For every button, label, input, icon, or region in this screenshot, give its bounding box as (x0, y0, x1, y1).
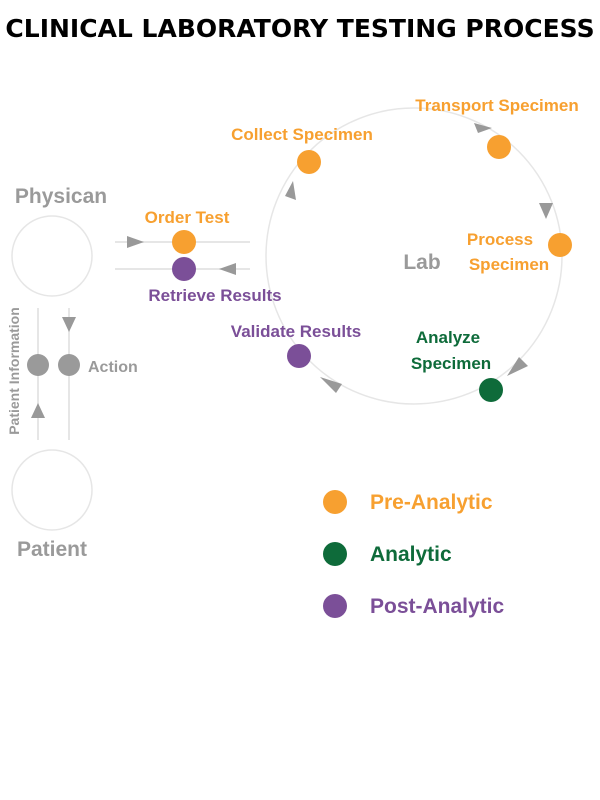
legend-pre-analytic-swatch (323, 490, 347, 514)
process-specimen-label-line1: Process (467, 230, 533, 249)
cycle-arrow-icon (539, 203, 553, 219)
cycle-arrow-icon (474, 123, 492, 133)
action-label: Action (88, 359, 138, 376)
page-title: CLINICAL LABORATORY TESTING PROCESS (5, 14, 594, 43)
arrow-right-icon (127, 236, 144, 248)
patient-label: Patient (17, 538, 87, 561)
cycle-arrow-icon (507, 357, 528, 376)
arrow-left-icon (219, 263, 236, 275)
legend-analytic-swatch (323, 542, 347, 566)
patient-information-label: Patient Information (6, 307, 22, 435)
legend-analytic-label: Analytic (370, 543, 452, 566)
collect-specimen-label: Collect Specimen (231, 125, 373, 144)
retrieve-results-dot (172, 257, 196, 281)
order-test-label: Order Test (145, 208, 230, 227)
analyze-specimen-label-line1: Analyze (416, 328, 480, 347)
action-dot (58, 354, 80, 376)
order-test-dot (172, 230, 196, 254)
process-specimen-label-line2: Specimen (469, 255, 549, 274)
legend-post-analytic-label: Post-Analytic (370, 595, 505, 618)
cycle-arrow-icon (320, 377, 342, 393)
arrow-up-icon (31, 403, 45, 418)
cycle-arrow-icon (285, 181, 296, 200)
validate-results-label: Validate Results (231, 322, 361, 341)
physician-label: Physican (15, 185, 107, 208)
physician-circle (11, 215, 93, 297)
transport-specimen-label: Transport Specimen (415, 96, 578, 115)
lab-label: Lab (403, 251, 440, 274)
arrow-down-icon (62, 317, 76, 332)
legend-pre-analytic-label: Pre-Analytic (370, 491, 493, 514)
validate-results-dot (287, 344, 311, 368)
legend-post-analytic-swatch (323, 594, 347, 618)
retrieve-results-label: Retrieve Results (148, 286, 281, 305)
patient-circle (11, 449, 93, 531)
transport-specimen-dot (487, 135, 511, 159)
patient-info-dot (27, 354, 49, 376)
analyze-specimen-label-line2: Specimen (411, 354, 491, 373)
process-specimen-dot (548, 233, 572, 257)
analyze-specimen-dot (479, 378, 503, 402)
collect-specimen-dot (297, 150, 321, 174)
